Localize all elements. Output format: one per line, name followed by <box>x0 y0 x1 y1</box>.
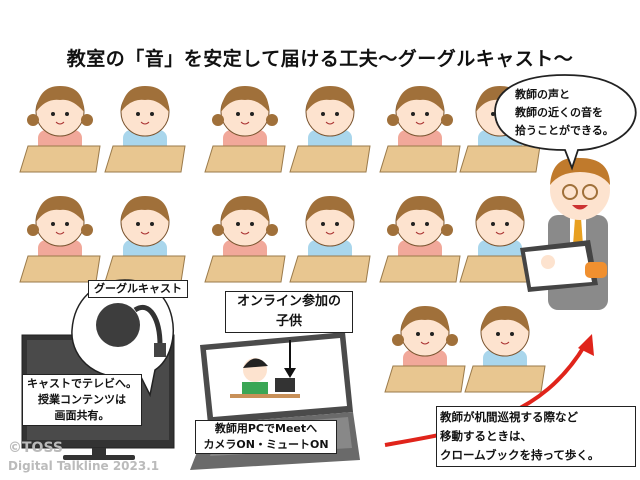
pc-caption: 教師用PCでMeetへ カメラON・ミュートON <box>195 420 337 454</box>
tv-caption: キャストでテレビへ。 授業コンテンツは 画面共有。 <box>22 374 142 426</box>
teacher-illustration <box>520 157 610 310</box>
teacher-speech-bubble <box>494 74 637 171</box>
caption-line: クロームブックを持って歩く。 <box>440 448 600 462</box>
desk <box>384 365 466 393</box>
student-boy <box>104 86 186 173</box>
student-boy <box>464 306 546 393</box>
caption-line: 移動するときは、 <box>440 429 532 443</box>
online-child-label: オンライン参加の 子供 <box>225 291 353 333</box>
page-title: 教室の「音」を安定して届ける工夫〜グーグルキャスト〜 <box>66 48 574 70</box>
chromecast-bubble <box>71 279 174 398</box>
desk <box>204 255 286 283</box>
walk-caption: 教師が机間巡視する際など 移動するときは、 クロームブックを持って歩く。 <box>436 406 636 467</box>
teacher-bubble-text: 教師の声と 教師の近くの音を 拾うことができる。 <box>515 86 614 140</box>
desk <box>289 255 371 283</box>
student-girl <box>204 196 286 283</box>
desk <box>459 145 541 173</box>
desk <box>289 145 371 173</box>
student-boy <box>289 196 371 283</box>
bubble-line: 教師の近くの音を <box>515 106 603 119</box>
caption-line: 教師用PCでMeetへ <box>214 422 318 435</box>
desk <box>204 145 286 173</box>
copyright-subtitle: Digital Talkline 2023.1 <box>8 459 160 473</box>
desk <box>379 255 461 283</box>
student-girl <box>384 306 466 393</box>
desk <box>19 145 101 173</box>
student-boy <box>459 196 541 283</box>
desk <box>464 365 546 393</box>
caption-line: カメラON・ミュートON <box>203 438 329 451</box>
students-group <box>19 86 546 393</box>
student-girl <box>379 196 461 283</box>
caption-line: 教師が机間巡視する際など <box>440 410 578 424</box>
bubble-line: 拾うことができる。 <box>515 124 614 137</box>
chromecast-label: グーグルキャスト <box>88 280 188 298</box>
student-boy <box>289 86 371 173</box>
caption-line: キャストでテレビへ。 <box>27 377 137 390</box>
label-line: 子供 <box>275 314 302 329</box>
desk <box>104 255 186 283</box>
caption-line: 画面共有。 <box>54 409 110 422</box>
chromecast-device <box>96 303 140 347</box>
student-girl <box>379 86 461 173</box>
copyright: ©TOSS <box>8 440 63 456</box>
student-girl <box>204 86 286 173</box>
caption-line: 授業コンテンツは <box>38 393 126 406</box>
student-girl <box>19 196 101 283</box>
label-line: オンライン参加の <box>236 294 341 309</box>
student-boy <box>104 196 186 283</box>
desk <box>19 255 101 283</box>
student-girl <box>19 86 101 173</box>
bubble-line: 教師の声と <box>515 88 570 101</box>
desk <box>379 145 461 173</box>
desk <box>104 145 186 173</box>
